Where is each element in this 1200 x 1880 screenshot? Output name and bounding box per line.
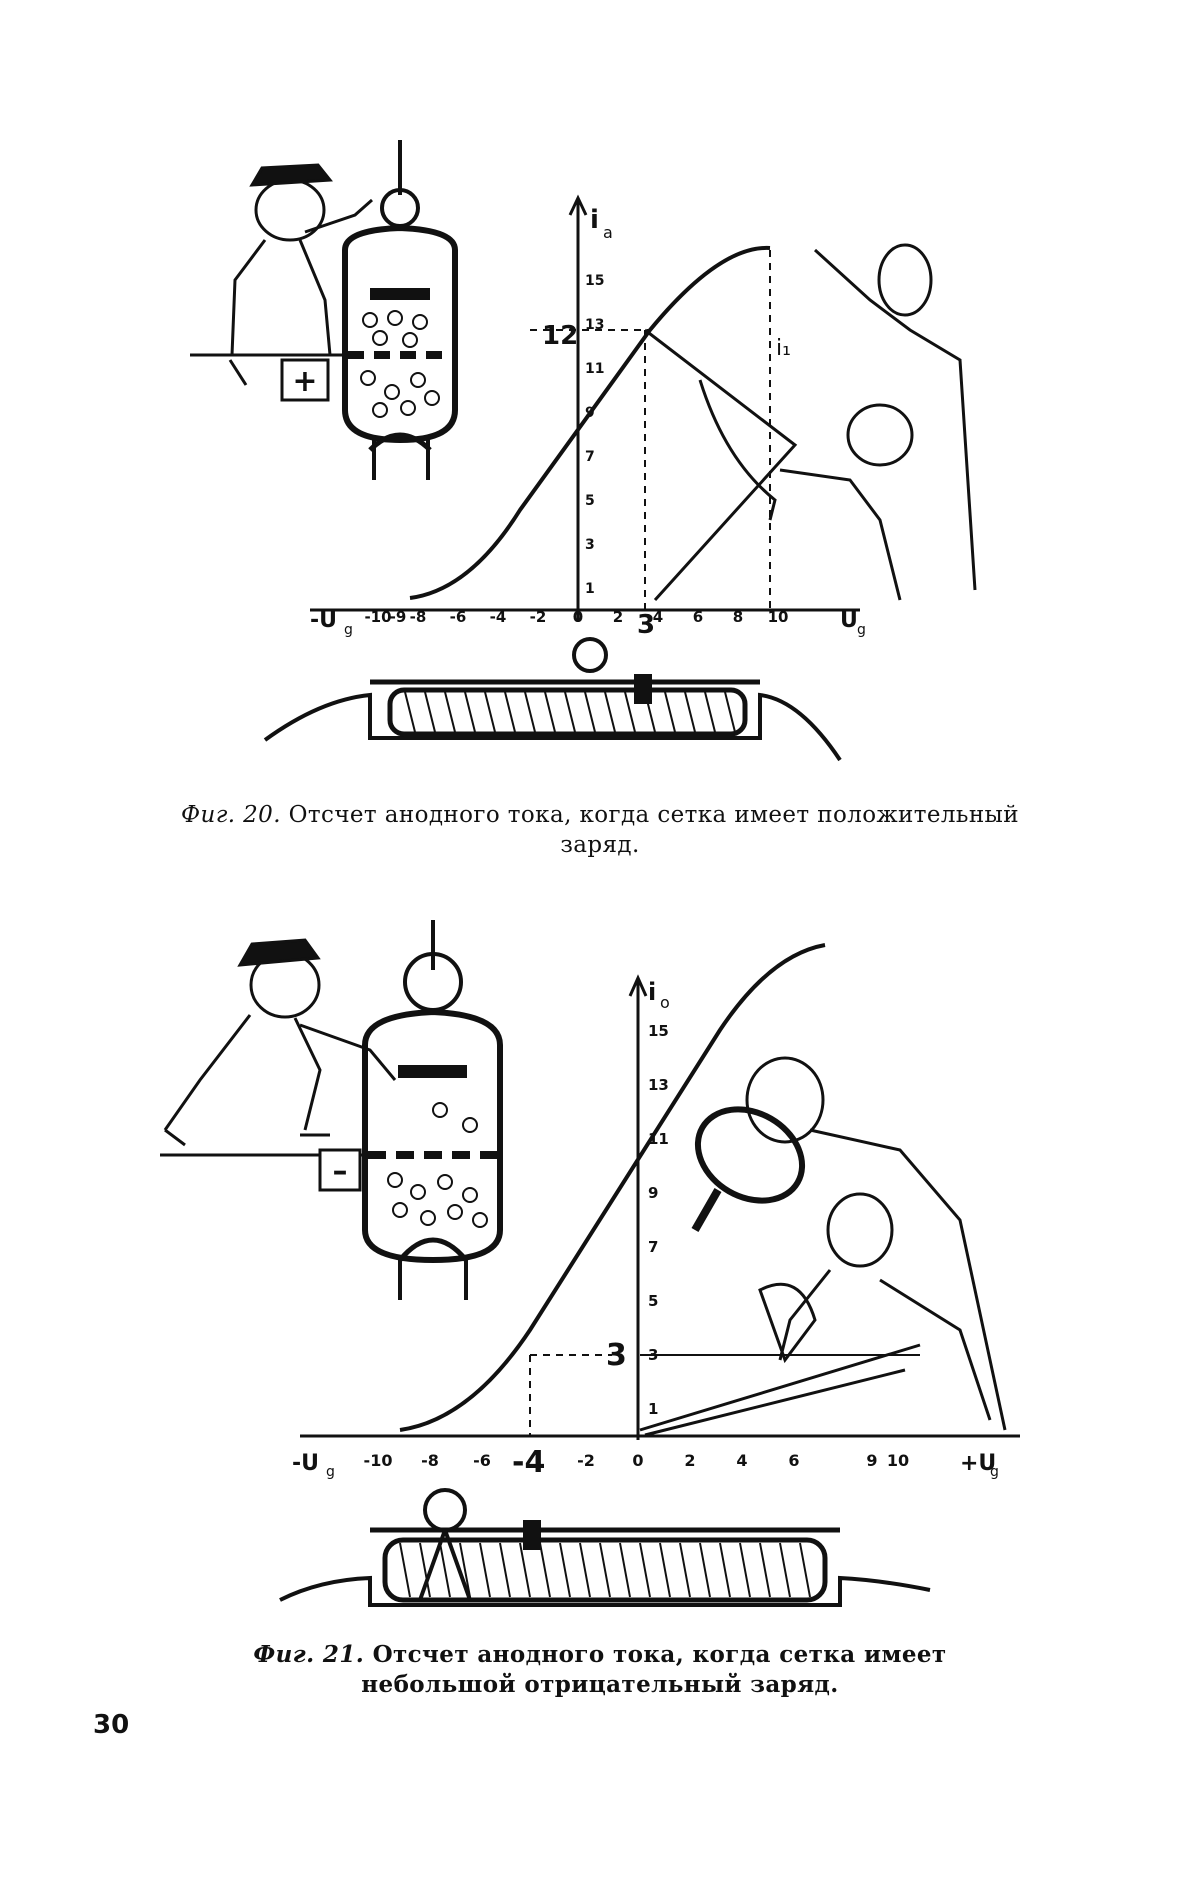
y-tick-label: 15 (648, 1022, 669, 1040)
x-tick-label: -10 (364, 1451, 393, 1470)
x-tick-label: -10 (364, 608, 391, 626)
x-tick-label: 8 (733, 608, 743, 626)
x-axis-label-left: -U (310, 608, 337, 633)
electron-cloud (360, 310, 440, 418)
y-tick-label: 13 (648, 1076, 669, 1094)
vacuum-tube-drawing (160, 920, 503, 1300)
y-tick-label: 15 (585, 273, 604, 289)
x-tick-label: 4 (736, 1451, 747, 1470)
page-number: 30 (93, 1710, 130, 1740)
x-tick-label: -9 (390, 608, 407, 626)
y-tick-label: 11 (585, 361, 604, 377)
y-tick-label: 5 (648, 1292, 658, 1310)
x-tick-label: -6 (473, 1451, 491, 1470)
caption-number: Фиг. 21. (253, 1641, 365, 1668)
x-axis-label-right: +U (960, 1451, 996, 1476)
grid-charge-sign: – (333, 1154, 348, 1189)
grid-charge-sign: + (292, 364, 317, 399)
x-tick-label: -2 (577, 1451, 595, 1470)
officer-drawing (228, 163, 373, 386)
x-axis-label-left: -U (292, 1451, 319, 1476)
x-axis-label-right: U (840, 608, 858, 633)
figure-21-caption: Фиг. 21. Отсчет анодного тока, когда сет… (180, 1640, 1020, 1700)
grid-charge-flag: + (280, 358, 330, 402)
measurement-label: i₁ (776, 336, 791, 361)
rheostat-drawing (263, 637, 842, 762)
x-axis-subscript-right: g (857, 622, 866, 638)
x-tick-labels: -10-9-8 -6 -4 -2 0 2 4 6 8 10 (364, 608, 788, 626)
caption-text: Отсчет анодного тока, когда сетка имеет … (288, 802, 1019, 858)
x-tick-label: 2 (684, 1451, 695, 1470)
x-tick-label: -6 (450, 608, 467, 626)
y-tick-label: 7 (585, 449, 595, 465)
reading-x-value: -4 (512, 1445, 545, 1480)
grid-charge-flag: – (318, 1148, 362, 1192)
x-tick-label: 10 (768, 608, 789, 626)
y-axis-label: i (648, 978, 656, 1006)
x-tick-label: 2 (613, 608, 623, 626)
figure-20: + i a -U g U g -10-9-8 -6 -4 -2 0 2 4 6 8 10 1 3 5 7… (0, 0, 1200, 810)
y-tick-label: 7 (648, 1238, 658, 1256)
electron-cloud (387, 1102, 488, 1228)
y-axis-subscript: o (660, 993, 670, 1012)
figure-20-illustration: + i a -U g U g -10-9-8 -6 -4 -2 0 2 4 6 8 10 1 3 5 7… (190, 140, 977, 762)
x-tick-label: -8 (421, 1451, 439, 1470)
reading-x-value: 3 (637, 610, 655, 640)
x-tick-labels: -10 -8 -6 -2 0 2 4 6 9 10 (364, 1451, 910, 1470)
x-axis-subscript-right: g (990, 1464, 999, 1480)
y-tick-label: 1 (648, 1400, 658, 1418)
figure-20-caption: Фиг. 20. Отсчет анодного тока, когда сет… (180, 800, 1020, 860)
y-tick-label: 3 (585, 537, 595, 553)
vacuum-tube-drawing (190, 140, 458, 480)
y-tick-label: 5 (585, 493, 595, 509)
x-tick-label: -2 (530, 608, 547, 626)
x-tick-label: 6 (788, 1451, 799, 1470)
rheostat-drawing (279, 1488, 931, 1607)
x-axis-subscript-left: g (326, 1464, 335, 1480)
reading-y-value: 3 (606, 1338, 627, 1373)
x-axis-subscript-left: g (344, 622, 353, 638)
characteristic-curve (409, 245, 771, 600)
graph-axes (300, 974, 1020, 1440)
children-drawing (644, 243, 977, 602)
children-drawing (639, 1056, 1007, 1437)
y-tick-label: 1 (585, 581, 595, 597)
graph-axes (310, 194, 860, 620)
x-tick-label: 0 (573, 608, 583, 626)
y-tick-label: 9 (648, 1184, 658, 1202)
x-tick-label: 9 (866, 1451, 877, 1470)
reading-y-value: 12 (542, 321, 578, 351)
characteristic-curve (399, 943, 826, 1432)
x-tick-label: 4 (653, 608, 663, 626)
officer-drawing (163, 938, 397, 1147)
x-tick-label: 0 (632, 1451, 643, 1470)
caption-number: Фиг. 20. (181, 802, 281, 828)
x-tick-label: 6 (693, 608, 703, 626)
x-tick-label: -4 (490, 608, 507, 626)
x-tick-label: -8 (410, 608, 427, 626)
caption-text: Отсчет анодного тока, когда сетка имеет … (361, 1641, 947, 1698)
y-axis-subscript: a (603, 223, 613, 242)
y-axis-label: i (590, 205, 599, 235)
x-tick-label: 10 (887, 1451, 909, 1470)
